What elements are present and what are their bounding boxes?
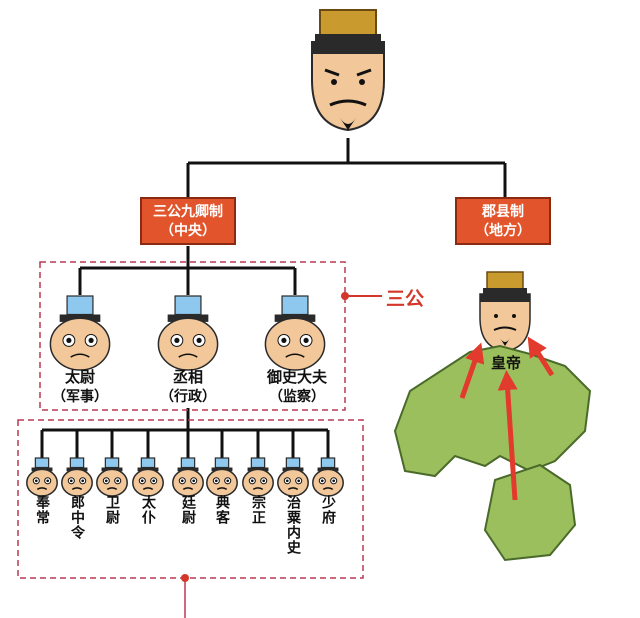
- local-box-subtitle: （地方）: [475, 223, 531, 239]
- jiu-qing-label: 廷尉: [180, 495, 196, 525]
- official-face-icon: [172, 457, 204, 497]
- jiu-qing-label: 奉常: [34, 495, 50, 525]
- san-gong-label: 三公: [386, 288, 425, 310]
- group-connector-dot: [181, 574, 189, 582]
- official-face-icon: [61, 457, 93, 497]
- official-face-icon: [264, 295, 326, 371]
- jiu-qing-label: 宗正: [250, 495, 266, 525]
- official-face-icon: [277, 457, 309, 497]
- local-emperor-icon: [479, 271, 531, 352]
- emperor-face-icon: [311, 9, 385, 132]
- san-gong-title: 太尉: [64, 368, 95, 386]
- jiu-qing-label: 卫尉: [104, 495, 120, 525]
- central-box-subtitle: （中央）: [160, 223, 216, 239]
- official-face-icon: [312, 457, 344, 497]
- official-face-icon: [242, 457, 274, 497]
- jiu-qing-faces: [26, 457, 344, 497]
- san-gong-title: 御史大夫: [266, 368, 327, 386]
- jiu-qing-label: 典客: [214, 495, 230, 525]
- connector-lines: [40, 138, 507, 458]
- san-gong-title: 丞相: [172, 368, 203, 386]
- official-face-icon: [26, 457, 58, 497]
- official-face-icon: [96, 457, 128, 497]
- official-face-icon: [206, 457, 238, 497]
- san-gong-group-border: [39, 261, 346, 411]
- arrow-icon: [459, 336, 555, 501]
- official-face-icon: [132, 457, 164, 497]
- territory-map-icon: [393, 344, 592, 562]
- jiu-qing-group-border: [17, 419, 364, 579]
- local-system-box: 郡县制 （地方）: [455, 197, 551, 245]
- san-gong-faces: [49, 295, 326, 371]
- jiu-qing-label: 治粟内史: [285, 495, 301, 555]
- san-gong-role: （军事）: [52, 389, 108, 405]
- official-face-icon: [49, 295, 111, 371]
- central-box-title: 三公九卿制: [153, 204, 223, 220]
- central-system-box: 三公九卿制 （中央）: [140, 197, 236, 245]
- san-gong-role: （监察）: [269, 389, 325, 405]
- jiu-qing-label: 郎中令: [69, 495, 85, 540]
- official-face-icon: [157, 295, 219, 371]
- local-box-title: 郡县制: [482, 204, 524, 220]
- emperor-label: 皇帝: [490, 354, 521, 372]
- jiu-qing-label: 太仆: [140, 495, 156, 525]
- san-gong-role: （行政）: [160, 389, 216, 405]
- jiu-qing-label: 少府: [320, 495, 336, 525]
